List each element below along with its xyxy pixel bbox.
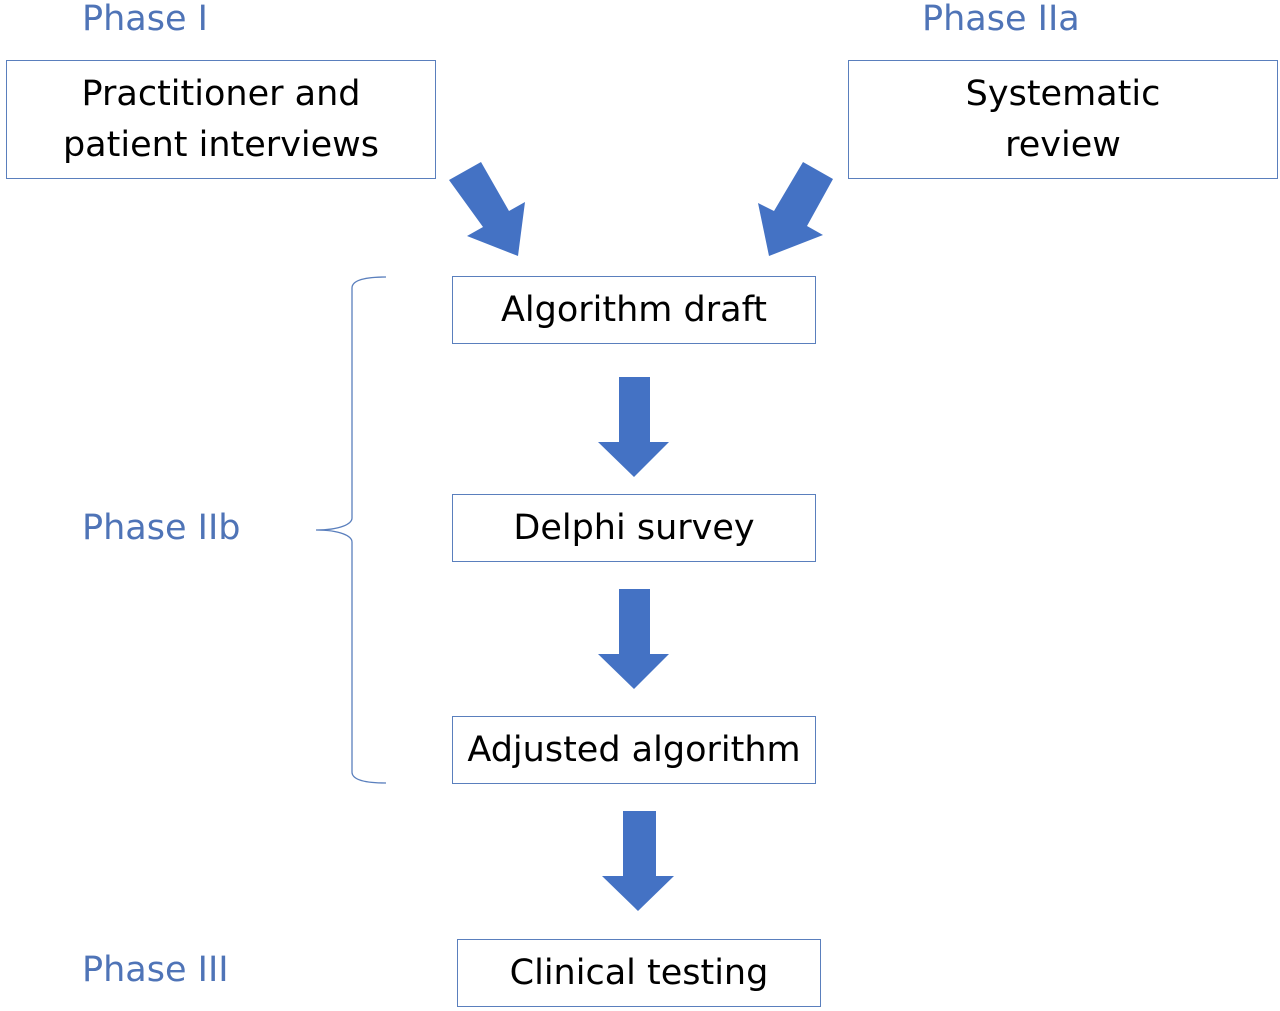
- clinical-testing-box: Clinical testing: [457, 939, 821, 1007]
- adjusted-algorithm-box: Adjusted algorithm: [452, 716, 816, 784]
- systematic-review-line-1: Systematic: [965, 73, 1161, 114]
- systematic-review-box: Systematic review: [848, 60, 1278, 179]
- interviews-line-2: patient interviews: [62, 124, 380, 165]
- arrow-delphi-to-adjusted-icon: [598, 589, 669, 689]
- algorithm-draft-box: Algorithm draft: [452, 276, 816, 344]
- clinical-testing-label: Clinical testing: [509, 952, 769, 993]
- delphi-survey-box: Delphi survey: [452, 494, 816, 562]
- phase-label-phase-2a: Phase IIa: [922, 0, 1080, 39]
- interviews-box: Practitioner and patient interviews: [6, 60, 436, 179]
- adjusted-algorithm-label: Adjusted algorithm: [467, 729, 801, 770]
- systematic-review-line-2: review: [1005, 124, 1121, 165]
- phase-label-phase-2b: Phase IIb: [82, 508, 241, 548]
- phase-2b-bracket-icon: [315, 276, 387, 784]
- arrow-adjusted-to-testing-icon: [602, 811, 674, 911]
- interviews-line-1: Practitioner and: [81, 73, 361, 114]
- phase-label-phase-3: Phase III: [82, 950, 229, 990]
- algorithm-draft-label: Algorithm draft: [500, 289, 768, 330]
- phase-label-phase-1: Phase I: [82, 0, 208, 39]
- arrow-interviews-to-draft-icon: [449, 162, 525, 256]
- delphi-survey-label: Delphi survey: [513, 507, 755, 548]
- arrow-review-to-draft-icon: [758, 162, 833, 256]
- arrow-draft-to-delphi-icon: [598, 377, 669, 477]
